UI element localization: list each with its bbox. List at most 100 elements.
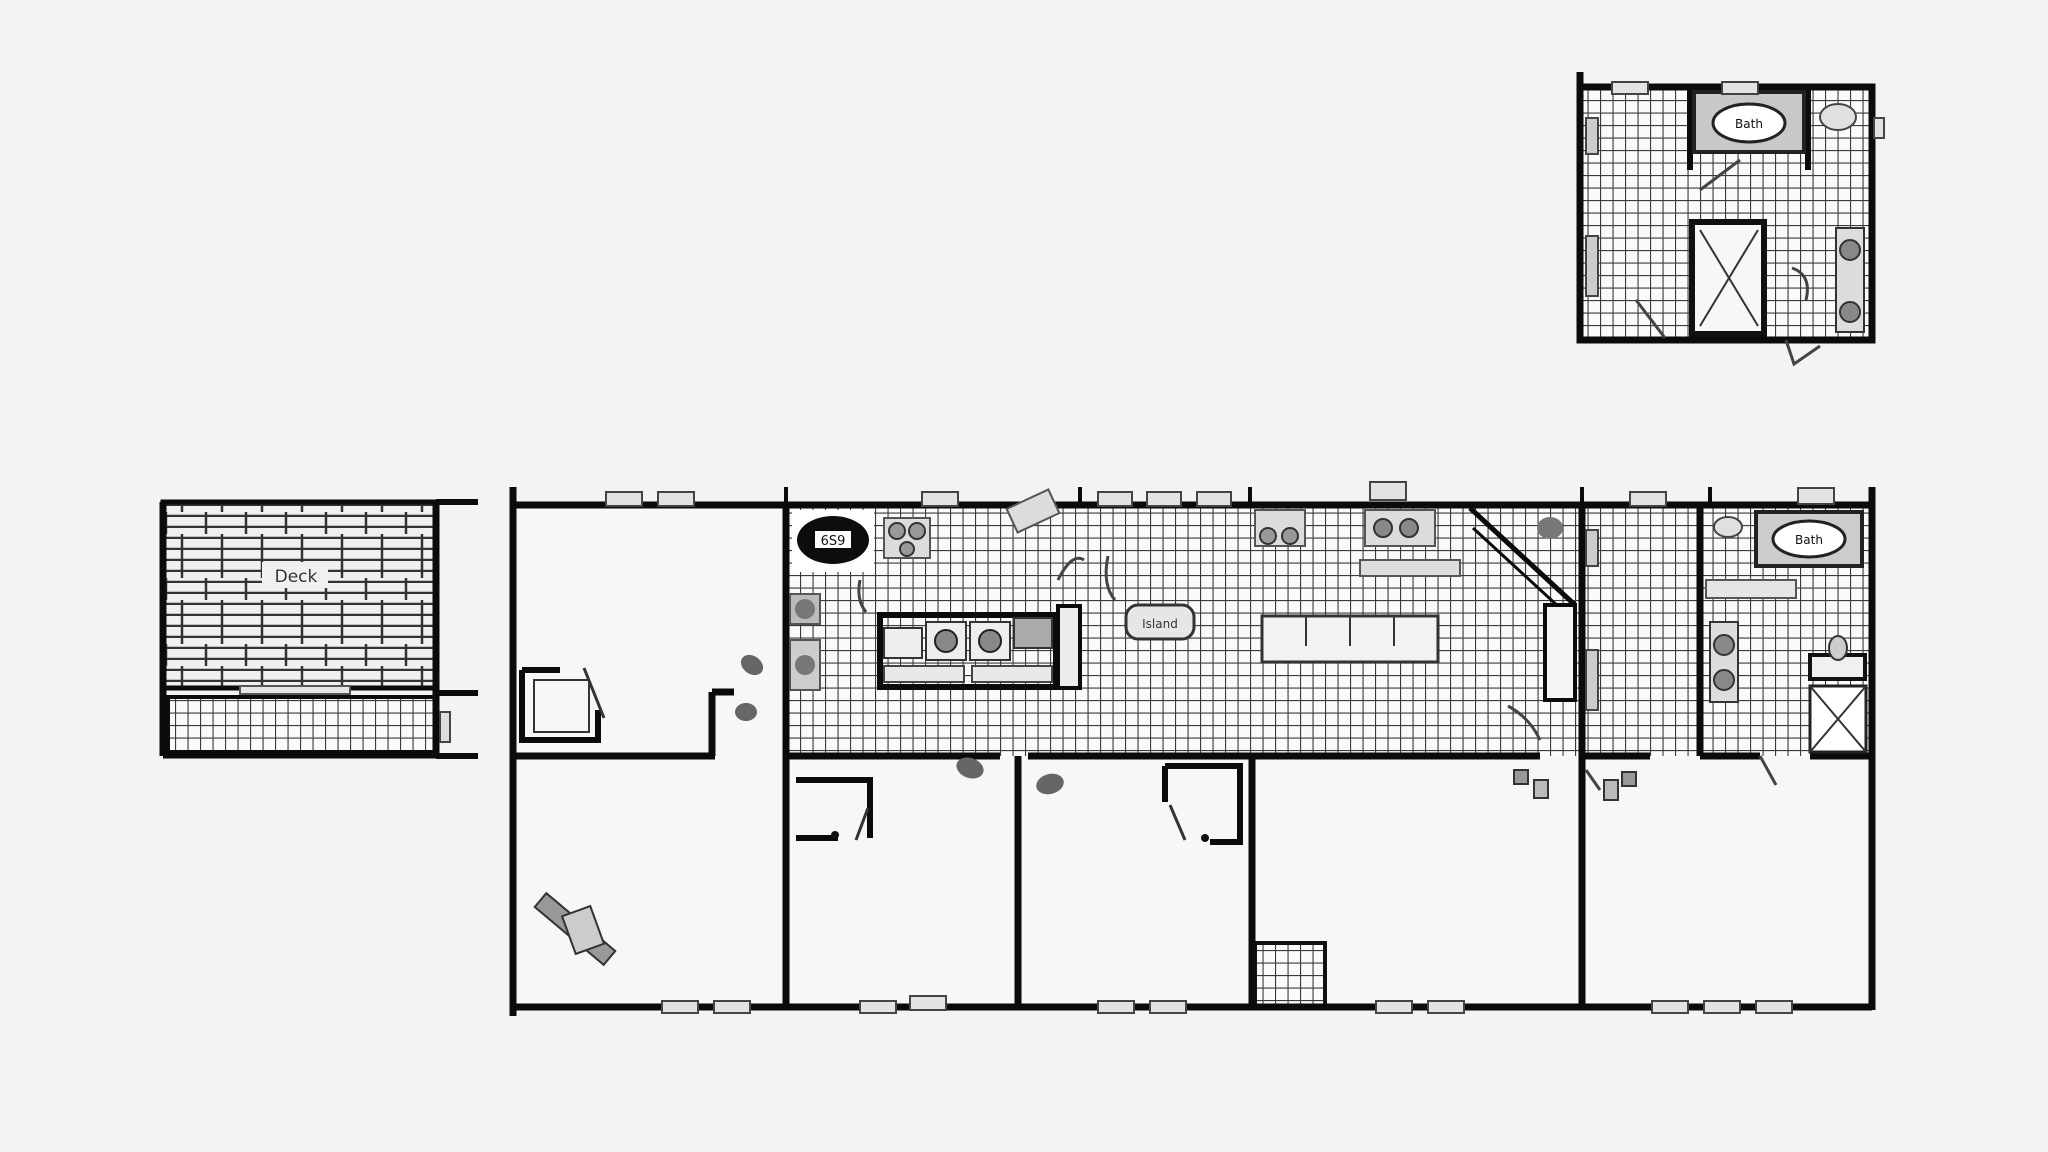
shelf-icon	[1585, 117, 1599, 155]
door-swing-icon	[1056, 556, 1085, 581]
window-icon	[1629, 491, 1667, 507]
door-swing-icon	[1784, 339, 1821, 367]
door-swing-icon	[582, 667, 606, 719]
wall	[1576, 72, 1876, 344]
window-icon	[921, 491, 959, 507]
sink-icon	[1713, 516, 1743, 538]
dining-label-bg	[815, 531, 851, 548]
wall	[1162, 763, 1243, 845]
wall	[1471, 526, 1562, 610]
sink-icon	[1005, 488, 1061, 534]
window-icon	[1146, 491, 1182, 507]
burner	[888, 522, 906, 540]
counter	[1359, 559, 1461, 577]
fixture-mark	[1603, 779, 1619, 801]
chair-icon	[735, 703, 757, 721]
deck-plank-pattern	[163, 644, 436, 666]
closet-bed3	[1162, 763, 1243, 845]
window-icon	[1097, 491, 1133, 507]
washer-drum	[934, 629, 958, 653]
window-icon	[661, 1000, 699, 1014]
window-icon	[657, 491, 695, 507]
door-swing-icon	[1758, 755, 1778, 786]
dryer-drum	[978, 629, 1002, 653]
closet-outline	[533, 679, 590, 733]
washer-drum	[795, 599, 815, 619]
deck-plank-pattern	[163, 512, 436, 534]
window-icon	[909, 995, 947, 1011]
window-icon	[1651, 1000, 1689, 1014]
wall	[519, 667, 601, 743]
deck-plank-pattern	[163, 578, 436, 600]
sink-icon	[1839, 301, 1861, 323]
deck: Deck	[159, 499, 478, 759]
dining-table-icon: 6S9	[792, 510, 874, 572]
window-icon	[1149, 1000, 1187, 1014]
main-house: 6S9 Island	[509, 481, 1876, 1016]
main-bath: Bath	[1705, 510, 1868, 754]
door-swing-icon	[1507, 704, 1542, 741]
closet-left	[519, 667, 606, 743]
window-icon	[1755, 1000, 1793, 1014]
door-swing-icon	[857, 579, 868, 613]
burner	[1259, 527, 1277, 545]
island-icon	[1124, 603, 1196, 641]
tub-basin	[1771, 519, 1847, 559]
window-icon	[605, 491, 643, 507]
sink-bowl	[1373, 518, 1393, 538]
vanity	[1705, 579, 1797, 599]
appliance-box	[1013, 617, 1053, 649]
tile-floor-pattern	[1582, 505, 1700, 756]
burner	[1281, 527, 1299, 545]
sink-icon	[1713, 634, 1735, 656]
kitchen-fixtures: Island	[789, 488, 1461, 691]
shower-cross	[1809, 685, 1867, 753]
island-label: Island	[1142, 617, 1178, 631]
dryer-drum	[795, 655, 815, 675]
burner	[899, 541, 915, 557]
closet-bed2	[796, 777, 873, 841]
window-icon	[1797, 487, 1835, 505]
tub-basin	[1711, 102, 1787, 144]
chair-icon	[1537, 517, 1563, 539]
sink-icon	[1713, 669, 1735, 691]
door-swing-icon	[1168, 804, 1187, 841]
counter	[971, 665, 1053, 683]
door-swing-icon	[1584, 769, 1602, 791]
wall	[1056, 604, 1082, 690]
window-icon	[1611, 81, 1649, 95]
master-bath: Bath	[1576, 72, 1885, 367]
window-icon	[713, 1000, 751, 1014]
sink-bowl	[1399, 518, 1419, 538]
door-swing-icon	[854, 807, 870, 841]
door-swing-icon	[1791, 266, 1809, 301]
chairs	[533, 517, 1563, 967]
wall	[1543, 603, 1577, 702]
window-icon	[1427, 1000, 1465, 1014]
tile-floor-pattern	[166, 695, 438, 754]
shelf-icon	[1585, 235, 1599, 297]
door-swing-icon	[439, 711, 451, 743]
sink-icon	[1839, 239, 1861, 261]
door-swing-icon	[1104, 555, 1117, 601]
shelf-icon	[1585, 649, 1599, 711]
window-icon	[1375, 1000, 1413, 1014]
chair-icon	[560, 904, 606, 956]
tub-label: Bath	[1735, 117, 1763, 131]
door-knob	[831, 831, 839, 839]
deck-label-bg	[262, 562, 328, 588]
toilet-icon	[1828, 635, 1848, 661]
tile-floor-pattern	[1253, 941, 1327, 1009]
door-knob	[1201, 834, 1209, 842]
toilet-icon	[1819, 103, 1857, 131]
chair-icon	[740, 654, 764, 676]
chair-icon	[1036, 773, 1064, 795]
appliance-box	[883, 627, 923, 659]
wall	[796, 777, 873, 841]
door-swing-icon	[1699, 158, 1741, 192]
burner	[908, 522, 926, 540]
window-icon	[1369, 481, 1407, 501]
fixture-mark	[1513, 769, 1529, 785]
window-icon	[1873, 117, 1885, 139]
